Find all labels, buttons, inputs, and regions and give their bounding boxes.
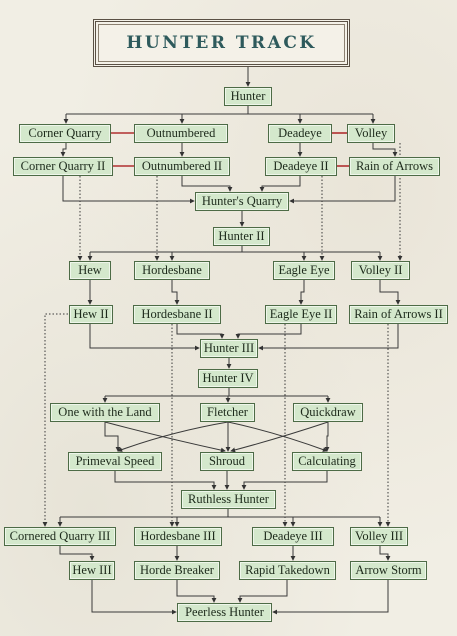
node-ruthless-hunter[interactable]: Ruthless Hunter <box>181 490 276 509</box>
node-calculating[interactable]: Calculating <box>292 452 362 471</box>
title-banner: HUNTER TRACK <box>93 19 350 67</box>
node-hunter[interactable]: Hunter <box>224 87 272 106</box>
node-cornered-quarry-3[interactable]: Cornered Quarry III <box>4 527 116 546</box>
diagram-title: HUNTER TRACK <box>126 33 317 53</box>
node-outnumbered[interactable]: Outnumbered <box>134 124 228 143</box>
node-fletcher[interactable]: Fletcher <box>200 403 255 422</box>
node-hew-2[interactable]: Hew II <box>69 305 113 324</box>
node-hordesbane-2[interactable]: Hordesbane II <box>133 305 221 324</box>
node-eagle-eye[interactable]: Eagle Eye <box>273 261 335 280</box>
node-corner-quarry-2[interactable]: Corner Quarry II <box>13 157 113 176</box>
node-hunter-2[interactable]: Hunter II <box>213 227 270 246</box>
node-primeval-speed[interactable]: Primeval Speed <box>68 452 162 471</box>
node-volley[interactable]: Volley <box>347 124 395 143</box>
node-arrow-storm[interactable]: Arrow Storm <box>350 561 427 580</box>
node-deadeye-2[interactable]: Deadeye II <box>265 157 337 176</box>
node-hunters-quarry[interactable]: Hunter's Quarry <box>195 192 289 211</box>
node-rain-of-arrows[interactable]: Rain of Arrows <box>349 157 440 176</box>
node-outnumbered-2[interactable]: Outnumbered II <box>134 157 230 176</box>
node-hunter-3[interactable]: Hunter III <box>200 339 258 358</box>
node-volley-3[interactable]: Volley III <box>350 527 408 546</box>
node-deadeye-3[interactable]: Deadeye III <box>252 527 334 546</box>
node-one-with-the-land[interactable]: One with the Land <box>50 403 160 422</box>
node-hordesbane[interactable]: Hordesbane <box>134 261 210 280</box>
node-eagle-eye-2[interactable]: Eagle Eye II <box>265 305 337 324</box>
node-quickdraw[interactable]: Quickdraw <box>293 403 363 422</box>
node-hunter-4[interactable]: Hunter IV <box>198 369 258 388</box>
node-rapid-takedown[interactable]: Rapid Takedown <box>239 561 336 580</box>
node-horde-breaker[interactable]: Horde Breaker <box>134 561 220 580</box>
node-peerless-hunter[interactable]: Peerless Hunter <box>177 603 272 622</box>
node-deadeye[interactable]: Deadeye <box>268 124 332 143</box>
node-volley-2[interactable]: Volley II <box>351 261 410 280</box>
node-hew-3[interactable]: Hew III <box>69 561 115 580</box>
node-rain-of-arrows-2[interactable]: Rain of Arrows II <box>349 305 448 324</box>
node-hew[interactable]: Hew <box>69 261 111 280</box>
node-shroud[interactable]: Shroud <box>200 452 254 471</box>
node-corner-quarry[interactable]: Corner Quarry <box>19 124 111 143</box>
node-hordesbane-3[interactable]: Hordesbane III <box>134 527 222 546</box>
